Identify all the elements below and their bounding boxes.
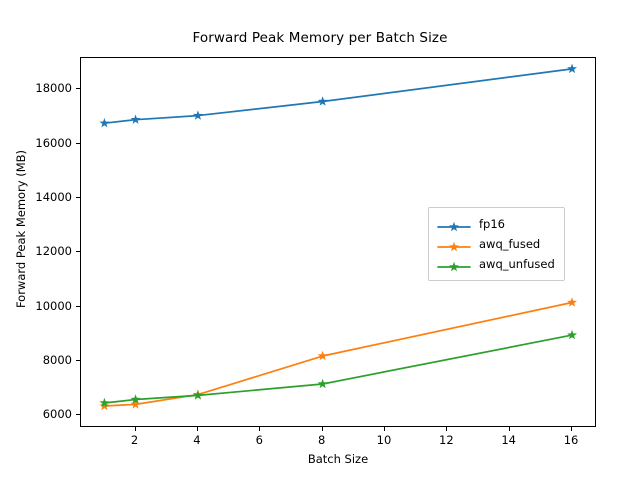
y-tick-mark (76, 88, 80, 90)
x-tick-label: 4 (193, 433, 201, 447)
chart-title: Forward Peak Memory per Batch Size (192, 30, 448, 46)
data-point-marker (567, 297, 577, 307)
x-tick-label: 2 (130, 433, 139, 447)
y-tick-mark (76, 251, 80, 253)
x-tick-label: 14 (501, 433, 517, 447)
series-awq_fused (99, 297, 577, 411)
x-tick-mark (446, 427, 448, 431)
data-point-marker (130, 394, 141, 404)
y-tick-label: 14000 (35, 189, 72, 204)
series-fp16 (99, 63, 577, 128)
series-awq_unfused (99, 329, 577, 408)
x-tick-label: 6 (255, 433, 263, 447)
data-point-marker (567, 63, 577, 74)
data-point-marker (317, 378, 328, 389)
legend-swatch-icon (437, 218, 471, 232)
y-tick-mark (76, 196, 80, 198)
y-tick-mark (76, 305, 80, 307)
x-tick-mark (321, 427, 323, 431)
x-tick-label: 8 (317, 433, 326, 447)
y-tick-label: 12000 (35, 244, 72, 259)
data-point-marker (99, 118, 110, 128)
y-tick-label: 8000 (42, 352, 72, 367)
legend-label: fp16 (479, 217, 505, 231)
series-line (103, 68, 573, 125)
legend-label: awq_unfused (479, 257, 555, 271)
data-point-marker (192, 110, 203, 120)
data-point-marker (567, 329, 577, 340)
plot-lines (99, 63, 577, 411)
y-tick-label: 10000 (35, 298, 72, 313)
legend-item-awq_unfused: awq_unfused (437, 254, 555, 274)
data-point-marker (99, 400, 110, 411)
y-tick-label: 18000 (35, 81, 72, 96)
data-point-marker (130, 114, 141, 124)
legend-item-fp16: fp16 (437, 214, 555, 234)
legend-label: awq_fused (479, 237, 541, 251)
x-tick-mark (196, 427, 198, 431)
x-tick-label: 12 (439, 433, 454, 447)
x-tick-mark (508, 427, 510, 431)
series-line (103, 301, 573, 407)
y-axis-tick-marks (0, 57, 80, 427)
data-point-marker (192, 390, 203, 400)
data-point-marker (130, 399, 141, 409)
x-tick-label: 16 (563, 433, 579, 447)
chart-legend: fp16 awq_fused awq_unfused (428, 207, 565, 281)
y-axis-title: Forward Peak Memory (MB) (14, 149, 28, 309)
y-tick-label: 16000 (35, 135, 72, 150)
legend-item-awq_fused: awq_fused (437, 234, 555, 254)
legend-swatch-icon (437, 258, 471, 272)
y-tick-mark (76, 414, 80, 416)
y-tick-label: 6000 (42, 407, 72, 422)
x-axis-tick-marks (80, 427, 596, 435)
data-point-marker (317, 96, 328, 106)
x-tick-mark (571, 427, 573, 431)
data-point-marker (317, 350, 328, 361)
x-axis-tick-labels: 2 4 6 8 10 12 14 16 (80, 427, 596, 451)
x-axis-title: Batch Size (307, 452, 369, 466)
data-point-marker (99, 397, 110, 408)
series-line (103, 334, 573, 404)
y-tick-mark (76, 142, 80, 144)
x-tick-mark (383, 427, 386, 431)
y-tick-mark (76, 359, 80, 361)
x-tick-mark (259, 427, 261, 431)
x-tick-label: 10 (376, 433, 392, 447)
plot-area (80, 57, 596, 427)
y-axis-tick-labels: 6000 8000 10000 12000 14000 16000 18000 (0, 57, 72, 427)
x-tick-mark (134, 427, 136, 431)
legend-swatch-icon (437, 238, 471, 252)
